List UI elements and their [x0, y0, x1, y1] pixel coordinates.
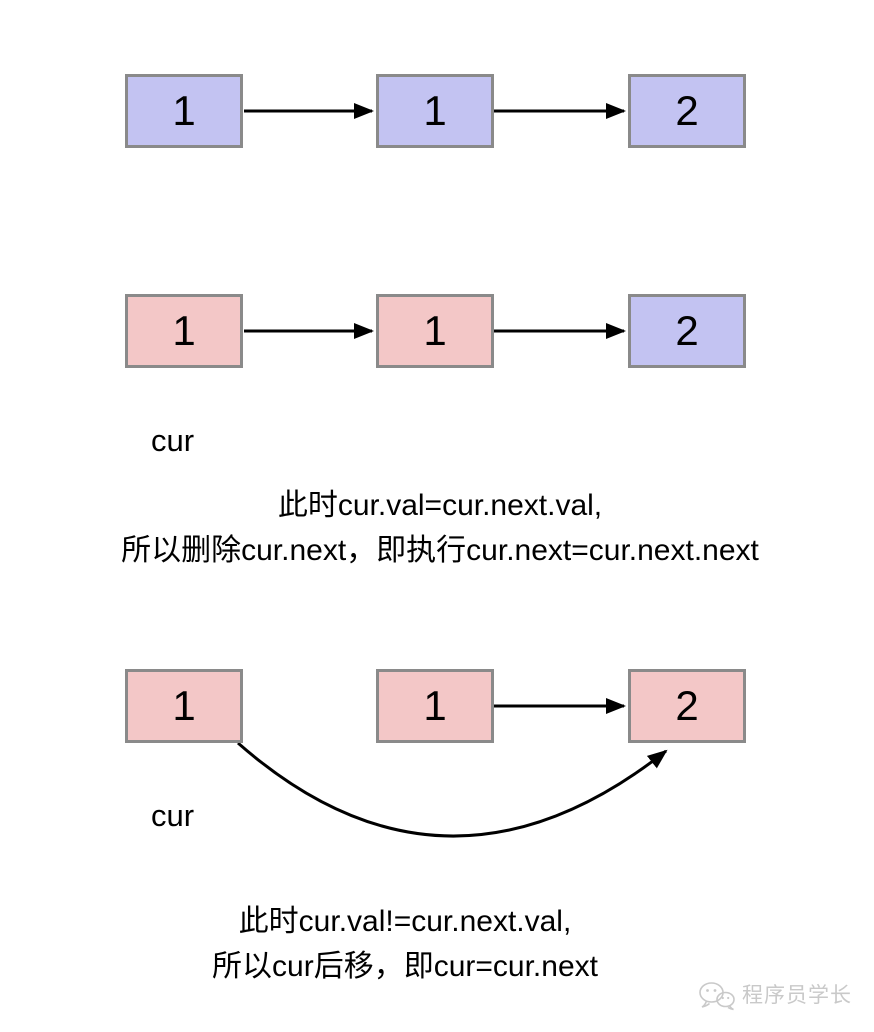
list-node: 1	[125, 74, 243, 148]
list-node: 1	[125, 669, 243, 743]
caption-line: 所以cur后移，即cur=cur.next	[212, 950, 598, 983]
cur-pointer-label: cur	[151, 798, 195, 833]
wechat-icon	[697, 980, 737, 1012]
list-node: 2	[628, 294, 746, 368]
list-node: 1	[376, 74, 494, 148]
caption-delete-duplicate: 此时cur.val=cur.next.val, 所以删除cur.next，即执行…	[40, 483, 840, 573]
caption-line: 所以删除cur.next，即执行cur.next=cur.next.next	[121, 534, 759, 567]
list-node: 1	[376, 294, 494, 368]
watermark-text: 程序员学长	[742, 984, 852, 1007]
list-node: 2	[628, 669, 746, 743]
watermark: 程序员学长	[697, 980, 852, 1012]
caption-line: 此时cur.val=cur.next.val,	[277, 489, 603, 522]
list-node: 1	[125, 294, 243, 368]
skip-node-curved-arrow	[237, 741, 668, 838]
list-node: 2	[628, 74, 746, 148]
caption-line: 此时cur.val!=cur.next.val,	[238, 905, 572, 938]
list-node: 1	[376, 669, 494, 743]
cur-pointer-label: cur	[151, 423, 195, 458]
caption-move-cur: 此时cur.val!=cur.next.val, 所以cur后移，即cur=cu…	[20, 899, 790, 989]
